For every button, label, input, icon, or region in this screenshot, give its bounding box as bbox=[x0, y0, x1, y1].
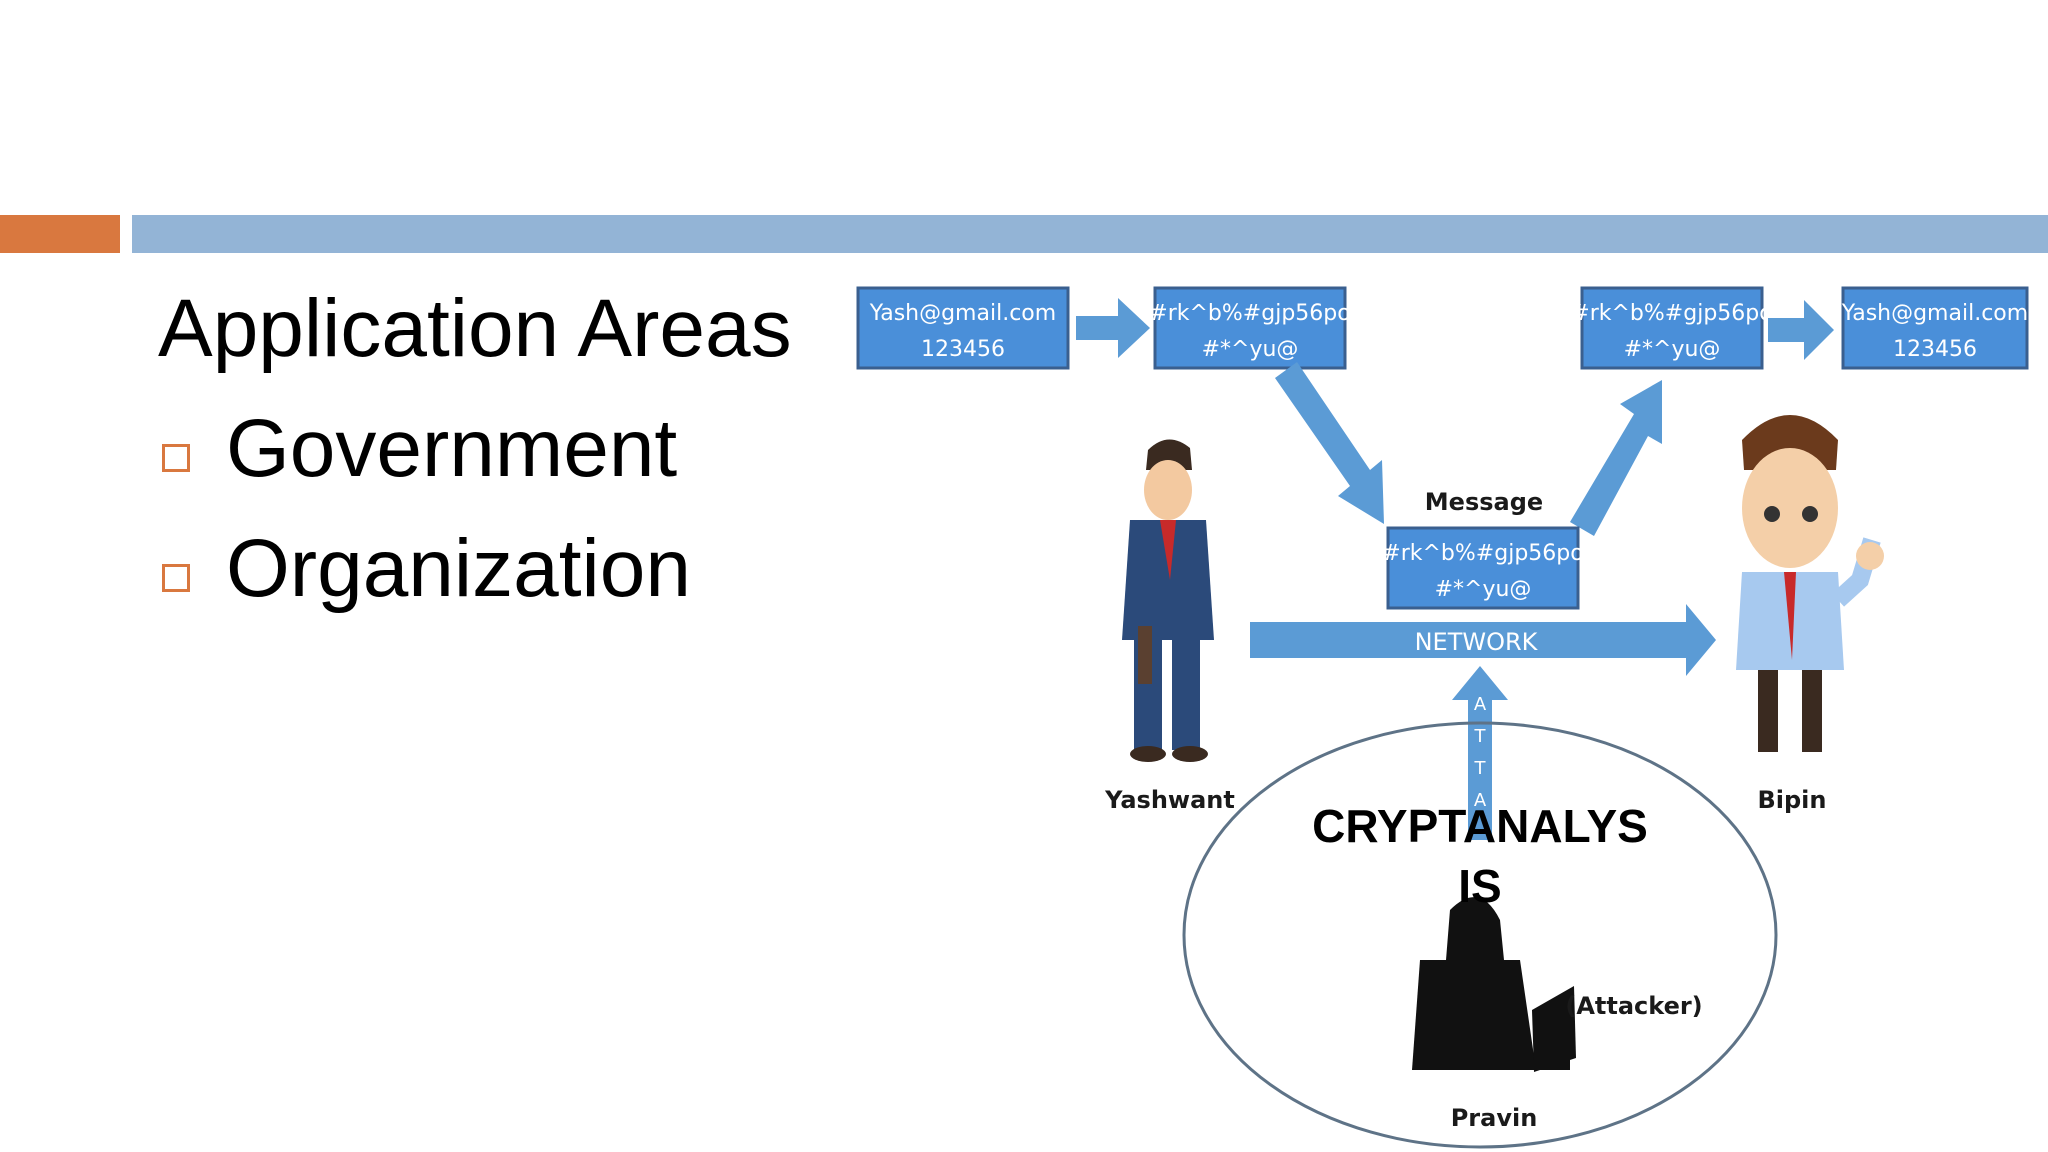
bullet-item-organization: Organization bbox=[162, 522, 691, 616]
box-text: #rk^b%#gjp56po bbox=[1149, 301, 1350, 326]
attack-letter: T bbox=[1474, 758, 1487, 779]
accent-bar-blue bbox=[132, 215, 2048, 253]
box-text: #*^yu@ bbox=[1202, 337, 1299, 362]
attack-arrow-icon bbox=[1452, 666, 1508, 840]
box-text: Yash@gmail.com bbox=[1841, 301, 2028, 326]
accent-bar-orange bbox=[0, 215, 120, 253]
network-label: NETWORK bbox=[1415, 628, 1539, 656]
person-waving-icon bbox=[1736, 415, 1884, 752]
network-arrow-icon bbox=[1250, 604, 1716, 676]
attack-letter: T bbox=[1474, 726, 1487, 747]
bullet-label: Organization bbox=[226, 523, 691, 614]
bullet-label: Government bbox=[226, 403, 678, 494]
arrow-down-right-icon bbox=[1275, 362, 1384, 524]
ciphertext-box-receiver: #rk^b%#gjp56po #*^yu@ bbox=[1571, 286, 1773, 370]
box-text: Yash@gmail.com bbox=[869, 301, 1056, 326]
bullet-square-icon bbox=[162, 564, 190, 592]
box-text: #rk^b%#gjp56po bbox=[1571, 301, 1772, 326]
box-text: #rk^b%#gjp56po bbox=[1382, 541, 1583, 566]
message-box: #rk^b%#gjp56po #*^yu@ bbox=[1382, 526, 1584, 610]
hooded-attacker-icon bbox=[1412, 897, 1576, 1072]
attacker-name: Pravin bbox=[1451, 1104, 1538, 1132]
sender-name: Yashwant bbox=[1104, 786, 1235, 814]
businessman-icon bbox=[1122, 439, 1214, 762]
attacker-role: (Attacker) bbox=[1565, 992, 1702, 1020]
box-text: 123456 bbox=[1893, 337, 1977, 362]
box-text: #*^yu@ bbox=[1435, 577, 1532, 602]
cryptanalysis-ellipse bbox=[1182, 721, 1778, 1149]
arrow-up-right-icon bbox=[1570, 380, 1662, 536]
ciphertext-box-sender: #rk^b%#gjp56po #*^yu@ bbox=[1149, 286, 1351, 370]
receiver-name: Bipin bbox=[1757, 786, 1826, 814]
plaintext-box-receiver: Yash@gmail.com 123456 bbox=[1841, 286, 2029, 370]
attack-letter: A bbox=[1474, 790, 1487, 811]
plaintext-box-sender: Yash@gmail.com 123456 bbox=[856, 286, 1070, 370]
box-text: #*^yu@ bbox=[1624, 337, 1721, 362]
cryptanalysis-label-continued: IS bbox=[1458, 860, 1501, 912]
bullet-square-icon bbox=[162, 444, 190, 472]
cryptanalysis-label: CRYPTANALYS bbox=[1312, 800, 1648, 852]
box-text: 123456 bbox=[921, 337, 1005, 362]
message-label: Message bbox=[1425, 488, 1543, 516]
attack-letter: A bbox=[1474, 694, 1487, 715]
slide-title: Application Areas bbox=[158, 283, 792, 374]
bullet-item-government: Government bbox=[162, 402, 677, 496]
arrow-right-icon bbox=[1076, 298, 1150, 358]
arrow-right-icon bbox=[1768, 300, 1834, 360]
